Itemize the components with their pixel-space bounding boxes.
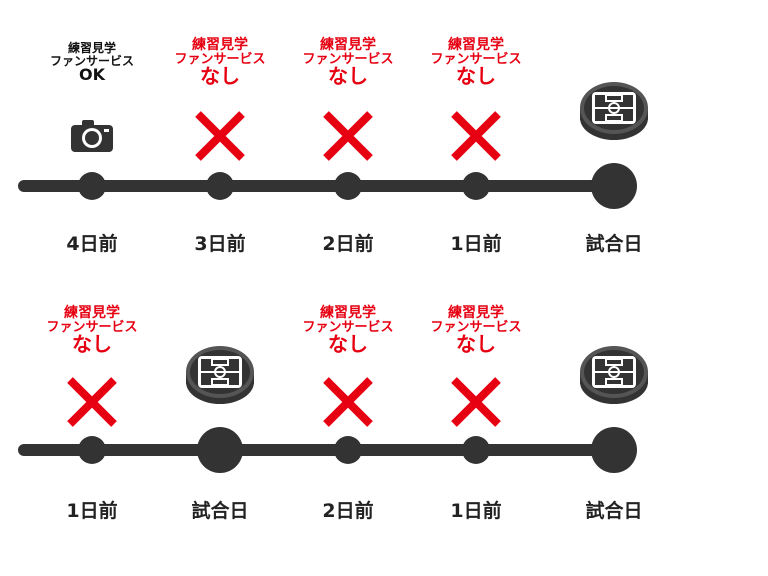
cross-mark-icon	[448, 374, 504, 434]
timeline-node-matchday	[591, 427, 637, 473]
timeline-node-matchday	[591, 163, 637, 209]
timeline-node	[334, 172, 362, 200]
timeline-line	[18, 180, 618, 192]
event-note: 練習見学 ファンサービス なし	[430, 38, 521, 87]
day-label: 4日前	[66, 233, 118, 255]
event-note: 練習見学 ファンサービス なし	[430, 306, 521, 355]
stadium-icon	[578, 78, 650, 148]
note-line-practice: 練習見学	[319, 305, 376, 321]
note-line-status: なし	[455, 332, 496, 357]
note-line-status: なし	[199, 64, 240, 89]
note-line-status: OK	[78, 65, 105, 85]
event-note: 練習見学 ファンサービス なし	[174, 38, 265, 87]
timeline-node	[462, 436, 490, 464]
note-line-status: なし	[71, 332, 112, 357]
note-line-status: なし	[455, 64, 496, 89]
day-label: 試合日	[585, 500, 643, 522]
note-line-status: なし	[327, 64, 368, 89]
cross-mark-icon	[320, 108, 376, 168]
note-line-fanservice: ファンサービス	[49, 53, 135, 68]
timeline-node-matchday	[197, 427, 243, 473]
cross-mark-icon	[64, 374, 120, 434]
camera-icon	[69, 118, 115, 158]
note-line-fanservice: ファンサービス	[302, 319, 394, 335]
timeline-node	[78, 172, 106, 200]
day-label: 試合日	[585, 233, 643, 255]
day-label: 2日前	[322, 500, 374, 522]
timeline-node	[78, 436, 106, 464]
event-note: 練習見学 ファンサービス OK	[50, 42, 134, 84]
stadium-icon	[578, 342, 650, 412]
day-label: 3日前	[194, 233, 246, 255]
note-line-practice: 練習見学	[191, 37, 248, 53]
event-note: 練習見学 ファンサービス なし	[302, 38, 393, 87]
timeline-row-2: 練習見学 ファンサービス なし 1日前 試合日 練習見学 ファンサービス なし	[0, 270, 768, 530]
timeline-line	[18, 444, 618, 456]
day-label: 2日前	[322, 233, 374, 255]
event-note: 練習見学 ファンサービス なし	[46, 306, 137, 355]
day-label: 1日前	[450, 233, 502, 255]
note-line-fanservice: ファンサービス	[46, 319, 138, 335]
timeline-node	[462, 172, 490, 200]
note-line-practice: 練習見学	[447, 37, 504, 53]
timeline-row-1: 練習見学 ファンサービス OK 4日前 練習見学 ファンサービス なし 3日前 …	[0, 0, 768, 260]
note-line-status: なし	[327, 332, 368, 357]
event-note: 練習見学 ファンサービス なし	[302, 306, 393, 355]
note-line-fanservice: ファンサービス	[430, 51, 522, 67]
cross-mark-icon	[320, 374, 376, 434]
note-line-fanservice: ファンサービス	[302, 51, 394, 67]
day-label: 1日前	[66, 500, 118, 522]
stadium-icon	[184, 342, 256, 412]
note-line-practice: 練習見学	[447, 305, 504, 321]
timeline-node	[334, 436, 362, 464]
note-line-fanservice: ファンサービス	[430, 319, 522, 335]
note-line-fanservice: ファンサービス	[174, 51, 266, 67]
day-label: 1日前	[450, 500, 502, 522]
note-line-practice: 練習見学	[319, 37, 376, 53]
cross-mark-icon	[192, 108, 248, 168]
day-label: 試合日	[191, 500, 249, 522]
timeline-node	[206, 172, 234, 200]
note-line-practice: 練習見学	[63, 305, 120, 321]
note-line-practice: 練習見学	[67, 41, 117, 55]
cross-mark-icon	[448, 108, 504, 168]
